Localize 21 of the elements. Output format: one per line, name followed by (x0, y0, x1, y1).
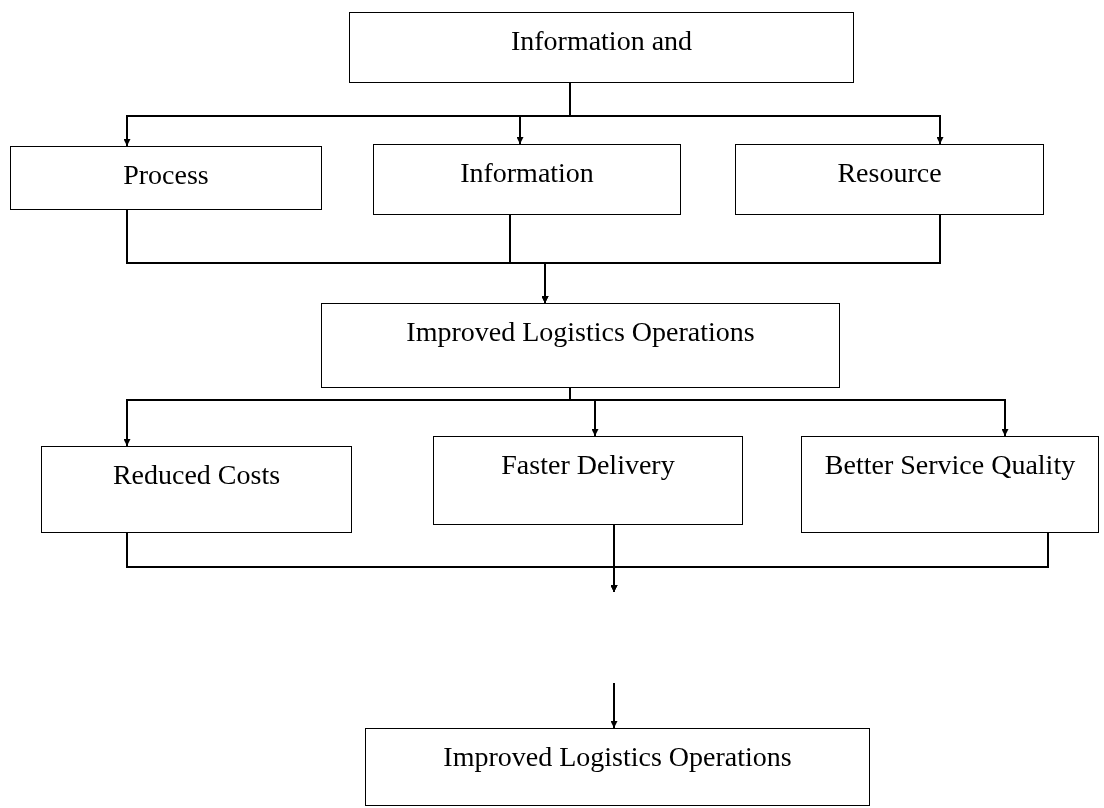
process-box (801, 436, 1099, 533)
connector-arrow (610, 532, 1049, 593)
box-label: Resource (836, 157, 943, 189)
process-box (365, 728, 870, 806)
box-label: Improved Logistics Operations (442, 741, 793, 773)
process-box (321, 303, 840, 388)
box-label: Information (459, 157, 595, 189)
box-label: Information and (509, 25, 694, 57)
process-box (10, 146, 322, 210)
process-box (433, 436, 743, 525)
box-label: Faster Delivery (500, 449, 676, 481)
process-box (735, 144, 1044, 215)
process-box (41, 446, 352, 533)
connector-arrow (541, 214, 941, 304)
process-box (349, 12, 854, 83)
box-label: Process (122, 159, 210, 191)
box-label: Better Service Quality (823, 449, 1077, 481)
process-box (373, 144, 681, 215)
box-label: Improved Logistics Operations (405, 316, 756, 348)
connector-arrow (610, 682, 618, 729)
box-label: Reduced Costs (111, 459, 282, 491)
